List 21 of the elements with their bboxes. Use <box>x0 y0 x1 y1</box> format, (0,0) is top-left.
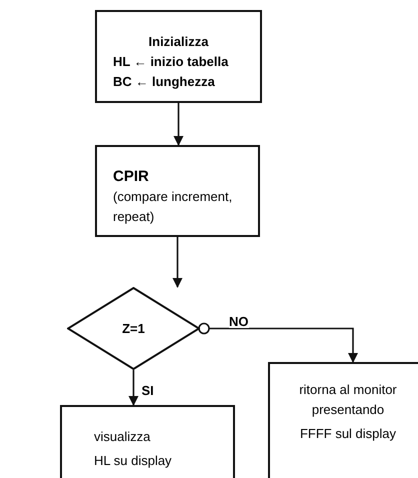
decision-diamond <box>67 287 200 370</box>
process-box <box>95 10 262 103</box>
node-text: Z=1 <box>121 320 146 338</box>
node-text: HL ← inizio tabella <box>112 53 230 71</box>
arrow <box>128 370 138 406</box>
edge-label: NO <box>229 314 248 328</box>
node-text: HL su display <box>93 452 173 470</box>
node-text: Inizializza <box>148 33 210 51</box>
node-text: visualizza <box>93 428 152 446</box>
arrow <box>174 103 184 146</box>
node-text: CPIR <box>112 167 150 187</box>
node-text: BC ← lunghezza <box>112 73 216 91</box>
process-box <box>95 145 260 237</box>
process-box <box>268 362 418 478</box>
process-box <box>60 405 235 478</box>
arrow <box>198 322 358 363</box>
node-text: FFFF sul display <box>298 425 398 443</box>
arrow <box>172 237 182 288</box>
edge-label: SI <box>142 384 154 397</box>
node-text: ritorna al monitor presentando <box>298 381 398 419</box>
node-text: (compare increment, repeat) <box>112 188 234 226</box>
